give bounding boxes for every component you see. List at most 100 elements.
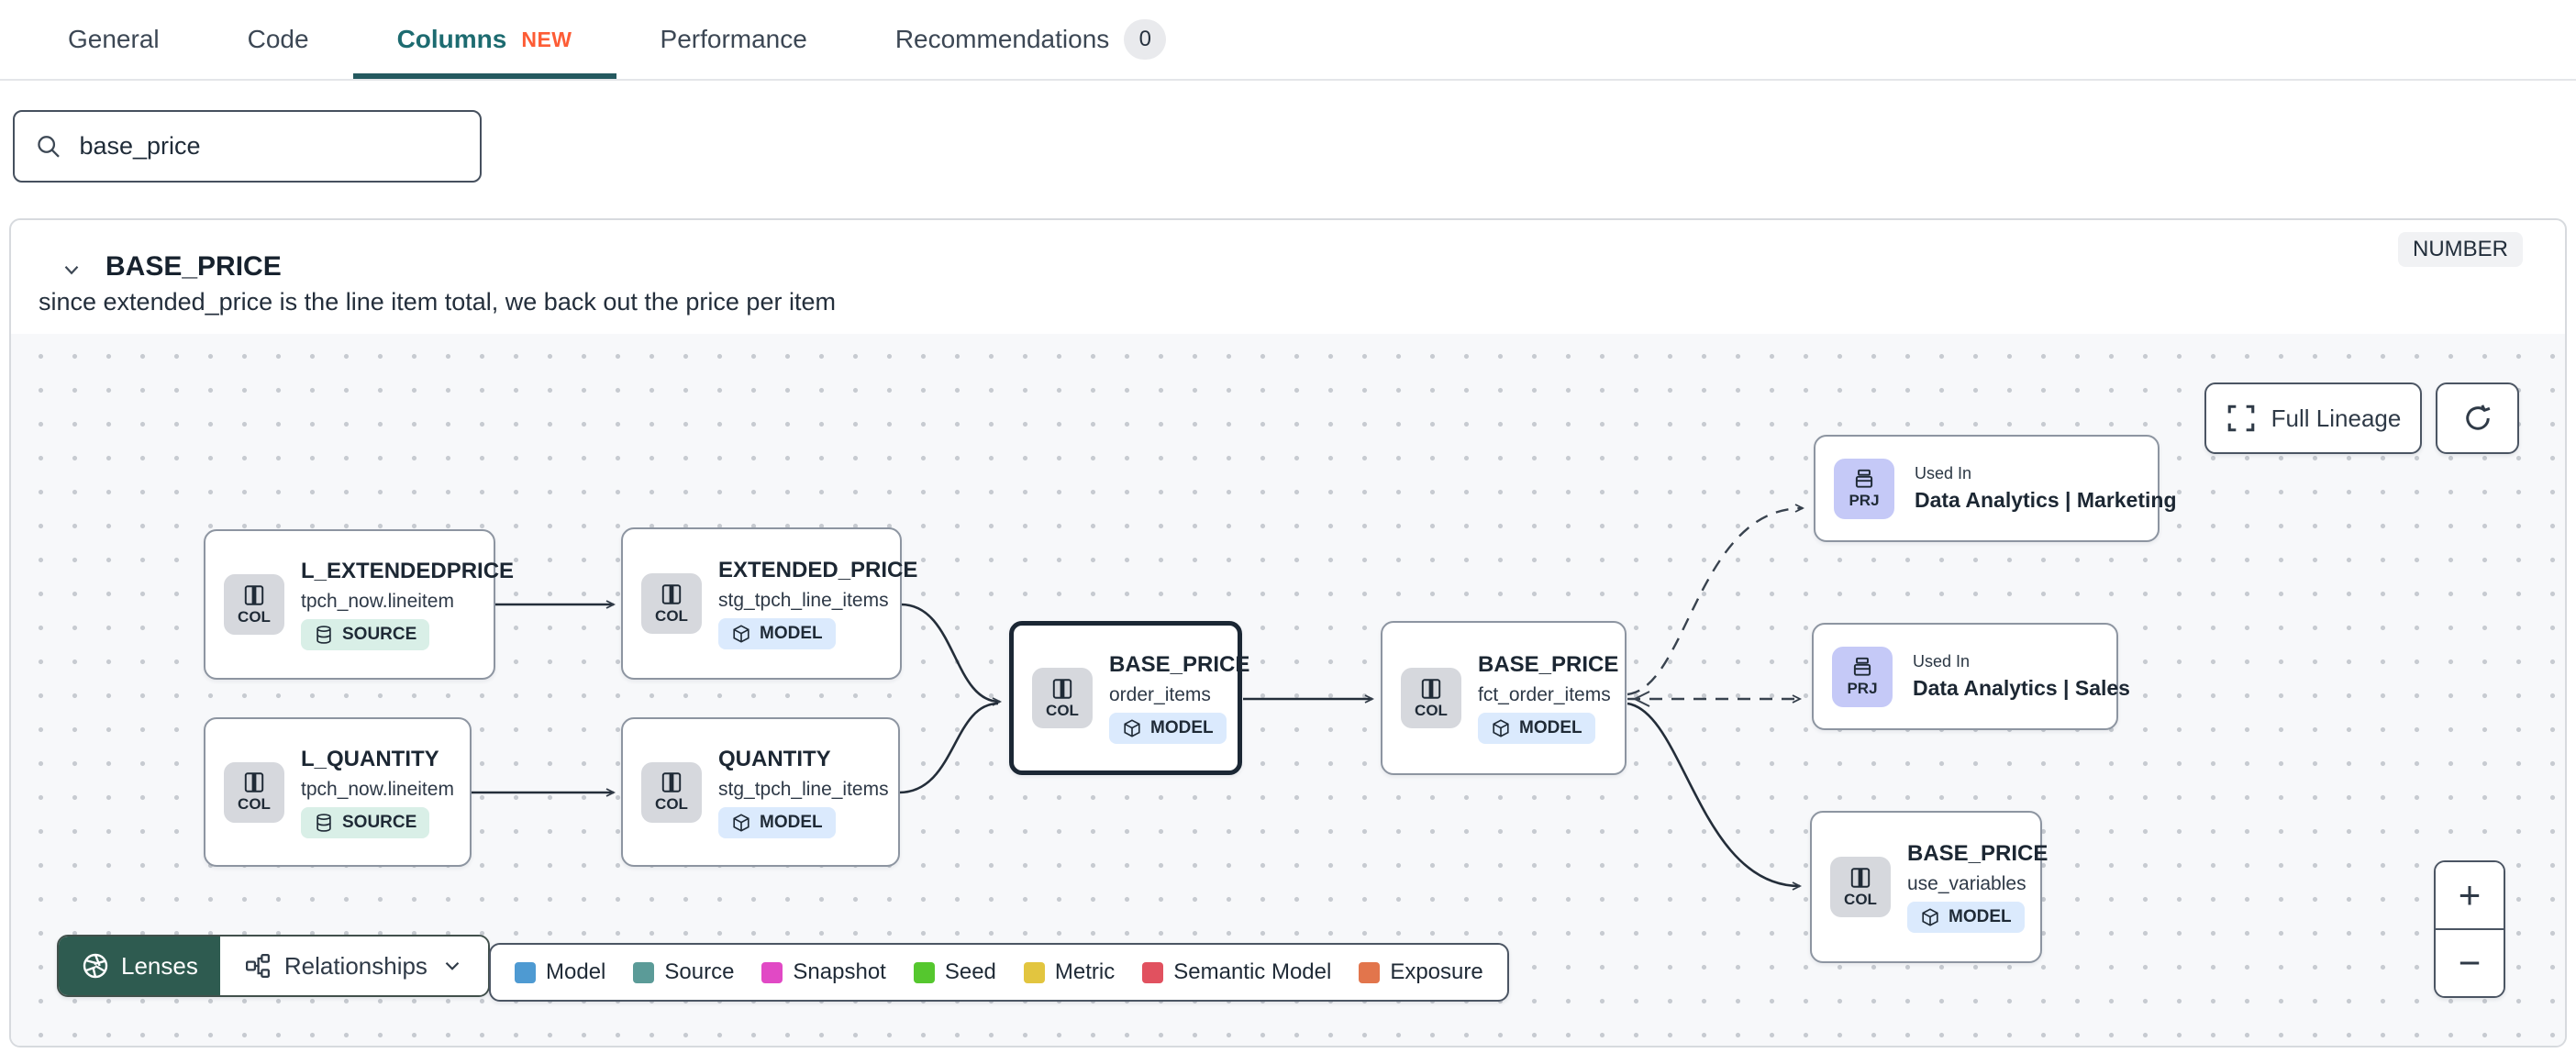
stack-icon	[1853, 657, 1871, 676]
node-title: BASE_PRICE	[1478, 652, 1619, 677]
legend-swatch	[633, 961, 655, 983]
resource-type-pill: SOURCE	[301, 806, 430, 838]
cube-icon	[733, 625, 749, 643]
zoom-controls: + −	[2434, 860, 2505, 998]
legend-swatch	[1142, 961, 1164, 983]
stack-icon	[1855, 469, 1873, 488]
tab-performance[interactable]: Performance	[660, 25, 807, 53]
used-in-label: Used In	[1913, 652, 1971, 671]
node-subtitle: stg_tpch_line_items	[718, 778, 889, 800]
resource-type-pill: MODEL	[718, 618, 836, 649]
node-subtitle: use_variables	[1907, 873, 2026, 894]
cube-icon	[1493, 719, 1509, 737]
zoom-in-button[interactable]: +	[2436, 862, 2504, 930]
column-kind-badge: COL	[224, 761, 284, 823]
recommendations-count-badge: 0	[1124, 19, 1167, 60]
zoom-out-button[interactable]: −	[2436, 930, 2504, 996]
lineage-node-used-in-marketing[interactable]: PRJ Used In Data Analytics | Marketing	[1814, 435, 2177, 542]
column-kind-badge: COL	[1830, 857, 1891, 917]
project-kind-badge: PRJ	[1832, 646, 1893, 707]
refresh-icon	[2465, 405, 2490, 430]
legend-item: Exposure	[1359, 959, 1483, 985]
column-kind-badge: COL	[224, 574, 284, 635]
column-kind-badge: COL	[1401, 668, 1461, 728]
column-kind-badge: COL	[641, 573, 702, 634]
legend-swatch	[515, 961, 536, 983]
lineage-node-base-price-fct-order-items[interactable]: COL BASE_PRICE fct_order_items MODEL	[1381, 621, 1627, 775]
resource-type-pill: MODEL	[1109, 713, 1227, 744]
search-icon	[38, 135, 60, 158]
cube-icon	[1124, 719, 1140, 737]
collapse-chevron[interactable]	[55, 253, 88, 286]
legend-item: Model	[515, 959, 605, 985]
column-search-box[interactable]	[13, 110, 482, 183]
node-subtitle: fct_order_items	[1478, 684, 1611, 705]
lenses-toolbar: Lenses Relationships	[57, 935, 490, 997]
node-title: QUANTITY	[718, 746, 831, 771]
resource-type-pill: MODEL	[718, 806, 836, 838]
resource-type-pill: SOURCE	[301, 619, 430, 650]
search-input[interactable]	[79, 132, 460, 161]
full-lineage-button[interactable]: Full Lineage	[2204, 382, 2422, 454]
column-type-badge: NUMBER	[2397, 232, 2523, 267]
resource-type-pill: MODEL	[1478, 713, 1595, 744]
relationships-icon	[245, 954, 270, 978]
lineage-node-base-price-order-items[interactable]: COL BASE_PRICE order_items MODEL	[1009, 621, 1250, 775]
aperture-icon	[83, 953, 108, 979]
used-in-label: Used In	[1915, 464, 1972, 482]
columns-icon	[1052, 678, 1072, 699]
resource-legend: Model Source Snapshot Seed Metric Semant…	[489, 943, 1509, 1002]
node-title: L_EXTENDEDPRICE	[301, 559, 515, 583]
relationships-dropdown[interactable]: Relationships	[219, 937, 488, 995]
node-title: L_QUANTITY	[301, 746, 439, 771]
legend-item: Metric	[1023, 959, 1115, 985]
legend-swatch	[1359, 961, 1381, 983]
lineage-node-base-price-use-variables[interactable]: COL BASE_PRICE use_variables MODEL	[1810, 811, 2049, 963]
node-subtitle: tpch_now.lineitem	[301, 778, 454, 800]
column-kind-badge: COL	[1032, 668, 1093, 728]
database-icon	[316, 813, 331, 832]
refresh-button[interactable]	[2436, 382, 2519, 454]
chevron-down-icon	[64, 266, 79, 275]
new-badge: NEW	[521, 27, 572, 51]
lineage-node-used-in-sales[interactable]: PRJ Used In Data Analytics | Sales	[1812, 623, 2130, 730]
legend-item: Snapshot	[761, 959, 886, 985]
node-title: BASE_PRICE	[1907, 841, 2049, 866]
tab-recommendations[interactable]: Recommendations 0	[895, 0, 1167, 79]
cube-icon	[733, 813, 749, 832]
expand-icon	[2227, 405, 2254, 432]
column-kind-badge: COL	[641, 761, 702, 823]
node-subtitle: stg_tpch_line_items	[718, 590, 889, 611]
legend-item: Seed	[913, 959, 996, 985]
columns-icon	[244, 584, 264, 605]
tab-columns[interactable]: Columns NEW	[352, 0, 616, 79]
lineage-edges	[472, 504, 1805, 891]
columns-icon	[1421, 678, 1441, 699]
column-name: BASE_PRICE	[105, 251, 282, 282]
used-in-name: Data Analytics | Marketing	[1915, 488, 2177, 512]
lineage-node-extended-price[interactable]: COL EXTENDED_PRICE stg_tpch_line_items M…	[621, 527, 917, 680]
lineage-node-l-extendedprice[interactable]: COL L_EXTENDEDPRICE tpch_now.lineitem SO…	[204, 529, 515, 680]
columns-icon	[1850, 867, 1871, 888]
column-description: since extended_price is the line item to…	[39, 288, 836, 316]
legend-item: Source	[633, 959, 734, 985]
used-in-name: Data Analytics | Sales	[1913, 676, 2130, 700]
legend-swatch	[913, 961, 935, 983]
columns-icon	[661, 772, 682, 793]
project-kind-badge: PRJ	[1834, 458, 1894, 519]
legend-swatch	[761, 961, 783, 983]
lenses-button[interactable]: Lenses	[59, 937, 220, 995]
lineage-canvas[interactable]: Full Lineage COL L_EXTENDEDPRICE tpch_no…	[11, 334, 2565, 1046]
lineage-node-l-quantity[interactable]: COL L_QUANTITY tpch_now.lineitem SOURCE	[204, 717, 472, 867]
legend-swatch	[1023, 961, 1045, 983]
cube-icon	[1922, 908, 1938, 926]
columns-icon	[244, 772, 264, 793]
database-icon	[316, 626, 331, 644]
node-title: BASE_PRICE	[1109, 652, 1250, 677]
tab-code[interactable]: Code	[247, 25, 309, 53]
tab-general[interactable]: General	[68, 25, 160, 53]
tab-bar: General Code Columns NEW Performance Rec…	[0, 0, 2576, 81]
lineage-node-quantity[interactable]: COL QUANTITY stg_tpch_line_items MODEL	[621, 717, 900, 867]
columns-icon	[661, 583, 682, 604]
